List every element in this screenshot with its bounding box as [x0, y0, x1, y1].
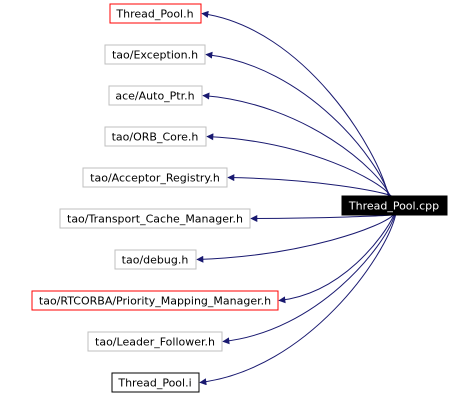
dependency-node[interactable]: tao/Transport_Cache_Manager.h	[59, 208, 251, 229]
dependency-node[interactable]: Thread_Pool.i	[111, 372, 200, 393]
root-node-label: Thread_Pool.cpp	[348, 200, 439, 213]
dependency-node-box[interactable]	[104, 126, 207, 147]
root-node-group: Thread_Pool.cpp	[341, 195, 448, 216]
dependency-node-box[interactable]	[59, 208, 251, 229]
dependency-node-label: tao/Acceptor_Registry.h	[90, 172, 220, 185]
dependency-node-box[interactable]	[31, 290, 279, 311]
dependency-edge	[227, 174, 392, 197]
dependency-edge	[196, 214, 394, 263]
dependency-edge	[202, 92, 391, 197]
dependency-edge	[278, 214, 395, 304]
dependency-node-box[interactable]	[82, 167, 228, 188]
dependency-node[interactable]: tao/RTCORBA/Priority_Mapping_Manager.h	[31, 290, 279, 311]
dependency-node-label: Thread_Pool.i	[117, 377, 191, 390]
dependency-nodes: Thread_Pool.h tao/Exception.h ace/Auto_Ptr…	[31, 3, 279, 393]
dependency-node-label: tao/debug.h	[122, 254, 189, 267]
dependency-node[interactable]: tao/Leader_Follower.h	[87, 331, 223, 352]
dependency-edge	[205, 51, 390, 197]
dependency-node-box[interactable]	[111, 372, 200, 393]
dependency-edge	[206, 133, 392, 197]
dependency-edge	[250, 214, 393, 222]
dependency-node-label: Thread_Pool.h	[115, 8, 193, 21]
dependency-node[interactable]: tao/Acceptor_Registry.h	[82, 167, 228, 188]
dependency-node-box[interactable]	[87, 331, 223, 352]
dependency-node-label: tao/Leader_Follower.h	[95, 336, 215, 349]
dependency-edge	[201, 10, 389, 197]
dependency-node-label: tao/Transport_Cache_Manager.h	[67, 213, 243, 226]
root-node-box[interactable]	[341, 195, 448, 216]
dependency-node-box[interactable]	[109, 3, 202, 24]
dependency-node-box[interactable]	[108, 85, 203, 106]
dependency-node-label: tao/ORB_Core.h	[112, 131, 199, 144]
dependency-node-label: tao/Exception.h	[112, 49, 198, 62]
dependency-node[interactable]: Thread_Pool.h	[109, 3, 202, 24]
dependency-node[interactable]: tao/debug.h	[114, 249, 197, 270]
dependency-node-label: tao/RTCORBA/Priority_Mapping_Manager.h	[39, 295, 271, 308]
dependency-edge	[222, 214, 396, 345]
dependency-node[interactable]: ace/Auto_Ptr.h	[108, 85, 203, 106]
dependency-node-label: ace/Auto_Ptr.h	[115, 90, 194, 103]
dependency-node-box[interactable]	[114, 249, 197, 270]
dependency-node[interactable]: tao/Exception.h	[104, 44, 206, 65]
dependency-node-box[interactable]	[104, 44, 206, 65]
dependency-node[interactable]: tao/ORB_Core.h	[104, 126, 207, 147]
dependency-edge	[199, 214, 397, 386]
